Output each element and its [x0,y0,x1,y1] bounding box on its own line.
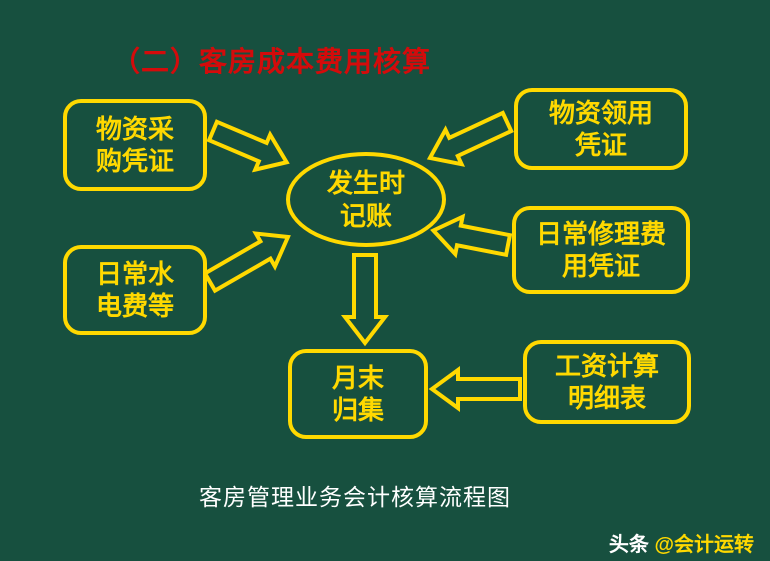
watermark: 头条 @会计运转 [609,528,754,557]
node-text-line: 电费等 [95,291,174,321]
node-text-line: 物资领用 [548,97,653,128]
arrow-utilities-to-record [202,231,291,294]
node-text-line: 记账 [339,200,392,231]
node-requisition-voucher: 物资领用 凭证 [514,88,688,170]
diagram-caption: 客房管理业务会计核算流程图 [199,484,511,510]
node-text-line: 购凭证 [95,146,174,176]
node-text-line: 日常水 [95,258,174,289]
arrow-purchase-to-record [206,119,290,173]
node-text-line: 发生时 [326,168,405,198]
node-salary-detail-sheet: 工资计算 明细表 [523,340,691,424]
watermark-brand: 头条 [608,534,649,556]
node-text-line: 明细表 [567,383,646,413]
arrow-record-to-monthly [340,253,390,347]
node-text-line: 物资采 [95,113,174,144]
node-text-line: 工资计算 [554,350,659,381]
node-text-line: 用凭证 [561,251,640,281]
arrow-salary-to-monthly [428,366,522,412]
page-title: （二）客房成本费用核算 [112,46,432,77]
arrow-repair-to-record [430,213,513,259]
node-text-line: 日常修理费 [535,218,666,249]
node-text-line: 凭证 [574,130,627,160]
node-record-when-incurred: 发生时 记账 [286,152,446,247]
node-text-line: 归集 [331,395,384,425]
node-month-end-collection: 月末 归集 [288,349,428,439]
arrow-requisition-to-record [426,110,514,167]
watermark-handle: @会计运转 [654,534,754,556]
node-repair-voucher: 日常修理费 用凭证 [512,206,690,294]
node-text-line: 月末 [331,362,384,393]
node-purchase-voucher: 物资采 购凭证 [63,99,207,191]
node-utilities-fees: 日常水 电费等 [63,245,207,335]
